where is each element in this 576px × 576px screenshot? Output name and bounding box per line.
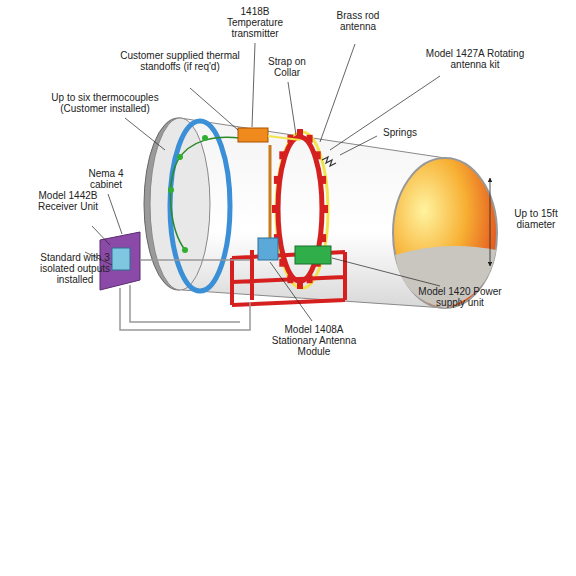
cabinet-label: Nema 4 cabinet [78,168,134,190]
springs-label: Springs [378,127,422,138]
power-supply [295,246,331,264]
antenna-tooth [272,205,278,213]
antenna-tooth [274,176,280,184]
strap-collar [276,132,328,288]
antenna-module-label: Model 1408A Stationary Antenna Module [262,324,366,357]
antenna-tooth [297,129,303,137]
antenna-tooth [297,281,303,289]
antenna-tooth [307,135,313,143]
stationary-antenna-module [258,238,278,260]
standoffs-label: Customer supplied thermal standoffs (if … [120,50,240,72]
thermocouple-wire [171,137,240,250]
leader-lines [85,43,440,321]
blue-band [170,121,230,291]
receiver-label: Model 1442B Receiver Unit [36,190,100,212]
dimension-label: Up to 15ft diameter [504,208,568,230]
antenna-tooth [322,205,328,213]
antenna-lead [268,136,300,140]
antenna-tooth [279,259,285,267]
power-supply-label: Model 1420 Power supply unit [405,286,515,308]
collar-label: Strap on Collar [262,56,312,78]
antenna-tooth [320,234,326,242]
diameter-dimension [490,178,491,266]
springs [322,157,336,166]
temperature-transmitter [238,128,268,142]
thermocouple-label: Up to six thermocouples (Customer instal… [40,92,170,114]
antenna-teeth [272,129,328,289]
transmitter-label: 1418B Temperature transmitter [215,6,295,39]
receiver-unit [112,248,130,270]
signal-wires [120,260,250,330]
antenna-tooth [320,176,326,184]
antenna-tooth [279,151,285,159]
antenna-tooth [315,151,321,159]
outputs-label: Standard with 3 isolated outputs install… [38,252,112,285]
thermocouples [168,135,208,253]
antenna-label: Brass rod antenna [328,10,388,32]
brass-rod [269,145,272,250]
kiln-opening [393,158,497,308]
antenna-kit-label: Model 1427A Rotating antenna kit [415,48,535,70]
